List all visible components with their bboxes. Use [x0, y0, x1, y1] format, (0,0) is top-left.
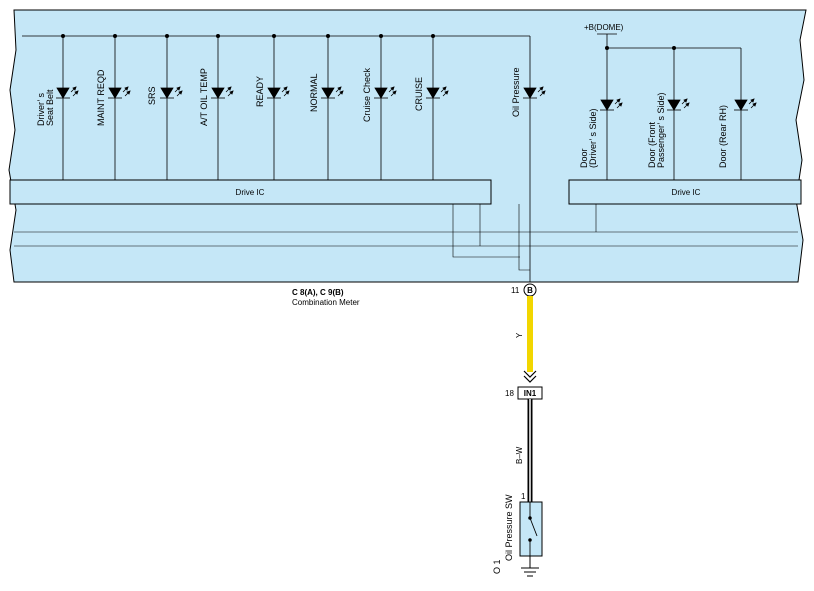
switch-code: O 1 — [492, 559, 502, 574]
svg-text:A/T OIL TEMP: A/T OIL TEMP — [199, 68, 209, 126]
switch-pin-number: 1 — [521, 492, 526, 501]
led-icon — [56, 86, 79, 99]
switch-name: Oil Pressure SW — [504, 494, 514, 561]
junction-pin-number: 18 — [505, 389, 514, 398]
svg-text:NORMAL: NORMAL — [309, 73, 319, 112]
chevron-down-icon — [523, 370, 537, 383]
led-icon — [267, 86, 290, 99]
led-icon — [374, 86, 397, 99]
ground-icon — [521, 567, 539, 577]
wire2-color-label: B–W — [515, 446, 524, 464]
svg-text:MAINT REQD: MAINT REQD — [96, 69, 106, 126]
svg-text:Seat Belt: Seat Belt — [45, 89, 55, 126]
combination-meter-panel — [8, 9, 807, 283]
junction-dots — [61, 34, 676, 50]
svg-text:Door (Rear RH): Door (Rear RH) — [718, 105, 728, 168]
meter-connector-letter: B — [527, 286, 533, 295]
drive-ic-right-label: Drive IC — [672, 188, 701, 197]
svg-text:(Driver’ s Side): (Driver’ s Side) — [588, 108, 598, 168]
door-lamp-lines — [606, 48, 742, 180]
meter-pin-number: 11 — [511, 286, 520, 295]
meter-component-name: Combination Meter — [292, 298, 360, 307]
wire1-color-label: Y — [515, 332, 524, 338]
meter-connector-label: C 8(A), C 9(B) — [292, 288, 344, 297]
drive-ic-left-box — [9, 179, 492, 205]
junction-connector-label: IN1 — [524, 389, 537, 398]
oil-pressure-switch-box — [519, 501, 543, 557]
led-icon — [160, 86, 183, 99]
svg-text:Door: Door — [579, 148, 589, 168]
svg-text:CRUISE: CRUISE — [414, 77, 424, 111]
svg-text:Oil Pressure: Oil Pressure — [511, 67, 521, 117]
internal-lines — [14, 204, 798, 271]
lamp-labels: Driver’ s Seat Belt MAINT REQD SRS A/T O… — [36, 67, 521, 126]
switch-icon — [528, 502, 538, 556]
led-icon — [523, 86, 546, 99]
svg-text:Passenger’ s Side): Passenger’ s Side) — [656, 92, 666, 168]
svg-text:Driver’ s: Driver’ s — [36, 93, 46, 126]
led-icon — [108, 86, 131, 99]
led-icon — [211, 86, 234, 99]
led-icon — [426, 86, 449, 99]
svg-text:Door (Front: Door (Front — [647, 121, 657, 168]
supply-label: +B(DOME) — [584, 23, 624, 32]
door-lamp-labels: Door (Driver’ s Side) Door (Front Passen… — [579, 92, 728, 168]
lamp-lines — [62, 36, 531, 282]
svg-text:READY: READY — [255, 76, 265, 107]
svg-text:Cruise Check: Cruise Check — [362, 67, 372, 122]
svg-text:SRS: SRS — [147, 86, 157, 105]
drive-ic-left-label: Drive IC — [236, 188, 265, 197]
led-icon — [321, 86, 344, 99]
drive-ic-right-box — [568, 179, 802, 205]
